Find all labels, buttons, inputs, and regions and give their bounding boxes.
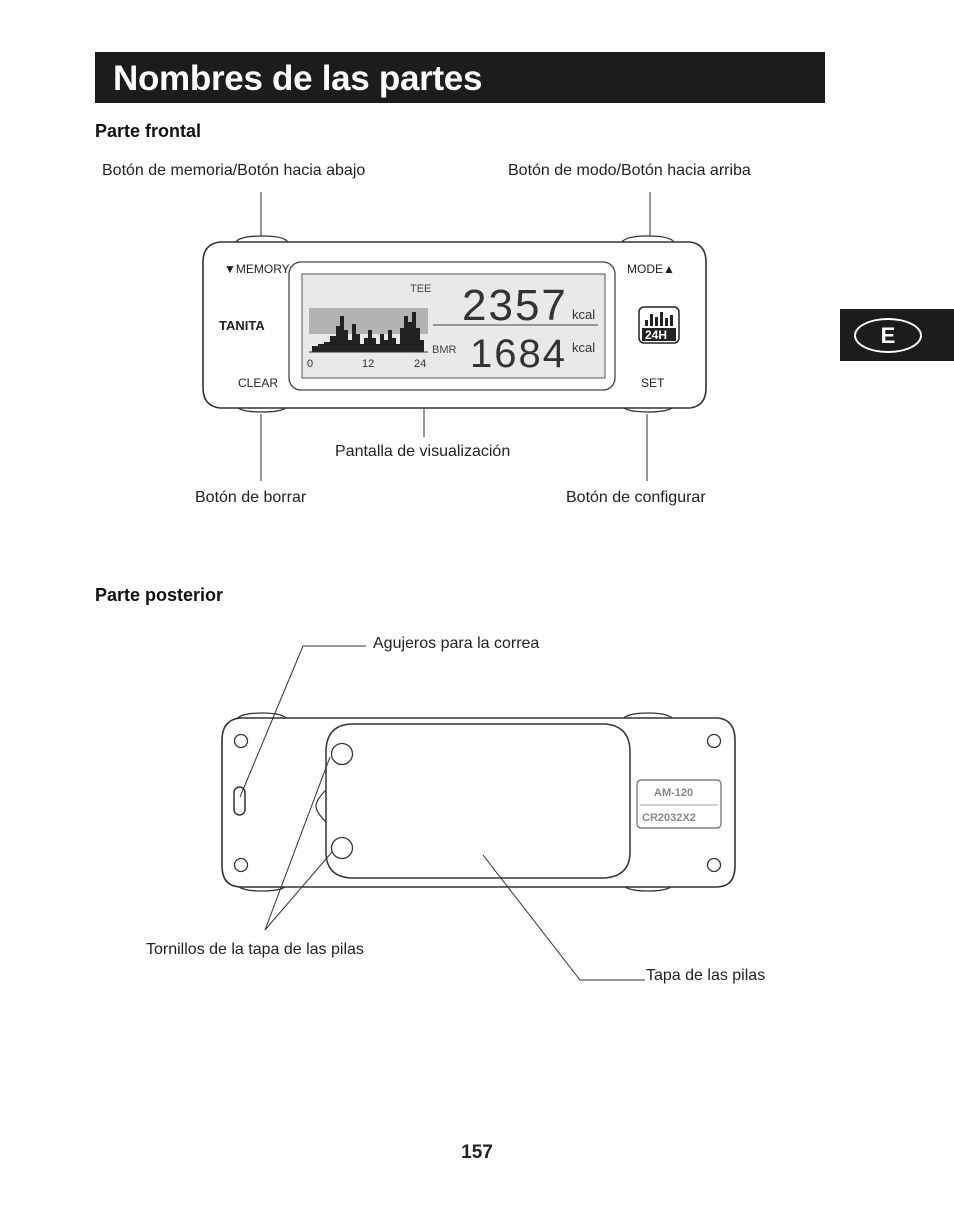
- language-tab: E: [840, 309, 954, 361]
- front-heading: Parte frontal: [95, 121, 202, 141]
- axis-tick-0: 0: [307, 358, 313, 370]
- battery-cover-label: Tapa de las pilas: [646, 967, 766, 984]
- tee-unit: kcal: [572, 307, 595, 322]
- page-title: Nombres de las partes: [113, 59, 483, 98]
- battery-screw-top: [330, 742, 354, 766]
- 24h-badge-text: 24H: [645, 328, 667, 342]
- battery-cover: [325, 723, 631, 879]
- bmr-unit: kcal: [572, 340, 595, 355]
- tee-label: TEE: [410, 283, 431, 295]
- histogram-bars: [312, 312, 424, 352]
- mode-button-text: MODE▲: [627, 262, 675, 276]
- 24h-badge-icon: 24H: [638, 306, 680, 344]
- clear-button-text: CLEAR: [238, 376, 278, 390]
- display-label: Pantalla de visualización: [335, 443, 511, 460]
- brand-logo: TANITA: [219, 318, 265, 333]
- axis-tick-24: 24: [414, 358, 426, 370]
- bmr-value: 1684: [470, 332, 567, 376]
- model-text: AM-120: [654, 787, 693, 799]
- battery-type-text: CR2032X2: [642, 812, 696, 824]
- battery-screw-bottom: [330, 836, 354, 860]
- page-number: 157: [461, 1142, 493, 1163]
- strap-hole: [233, 786, 246, 816]
- battery-screws-label: Tornillos de la tapa de las pilas: [146, 941, 364, 958]
- strap-holes-label: Agujeros para la correa: [373, 635, 540, 652]
- memory-button-label: Botón de memoria/Botón hacia abajo: [102, 162, 366, 179]
- language-letter: E: [854, 318, 922, 353]
- set-button-label: Botón de configurar: [566, 489, 706, 506]
- back-heading: Parte posterior: [95, 585, 224, 605]
- axis-tick-12: 12: [362, 358, 374, 370]
- set-button-text: SET: [641, 376, 665, 390]
- mode-button-label: Botón de modo/Botón hacia arriba: [508, 162, 751, 179]
- tee-value: 2357: [462, 281, 568, 330]
- title-bar: Nombres de las partes: [95, 52, 825, 103]
- bmr-label: BMR: [432, 344, 457, 356]
- clear-button-label: Botón de borrar: [195, 489, 307, 506]
- memory-button-text: ▼MEMORY: [224, 262, 290, 276]
